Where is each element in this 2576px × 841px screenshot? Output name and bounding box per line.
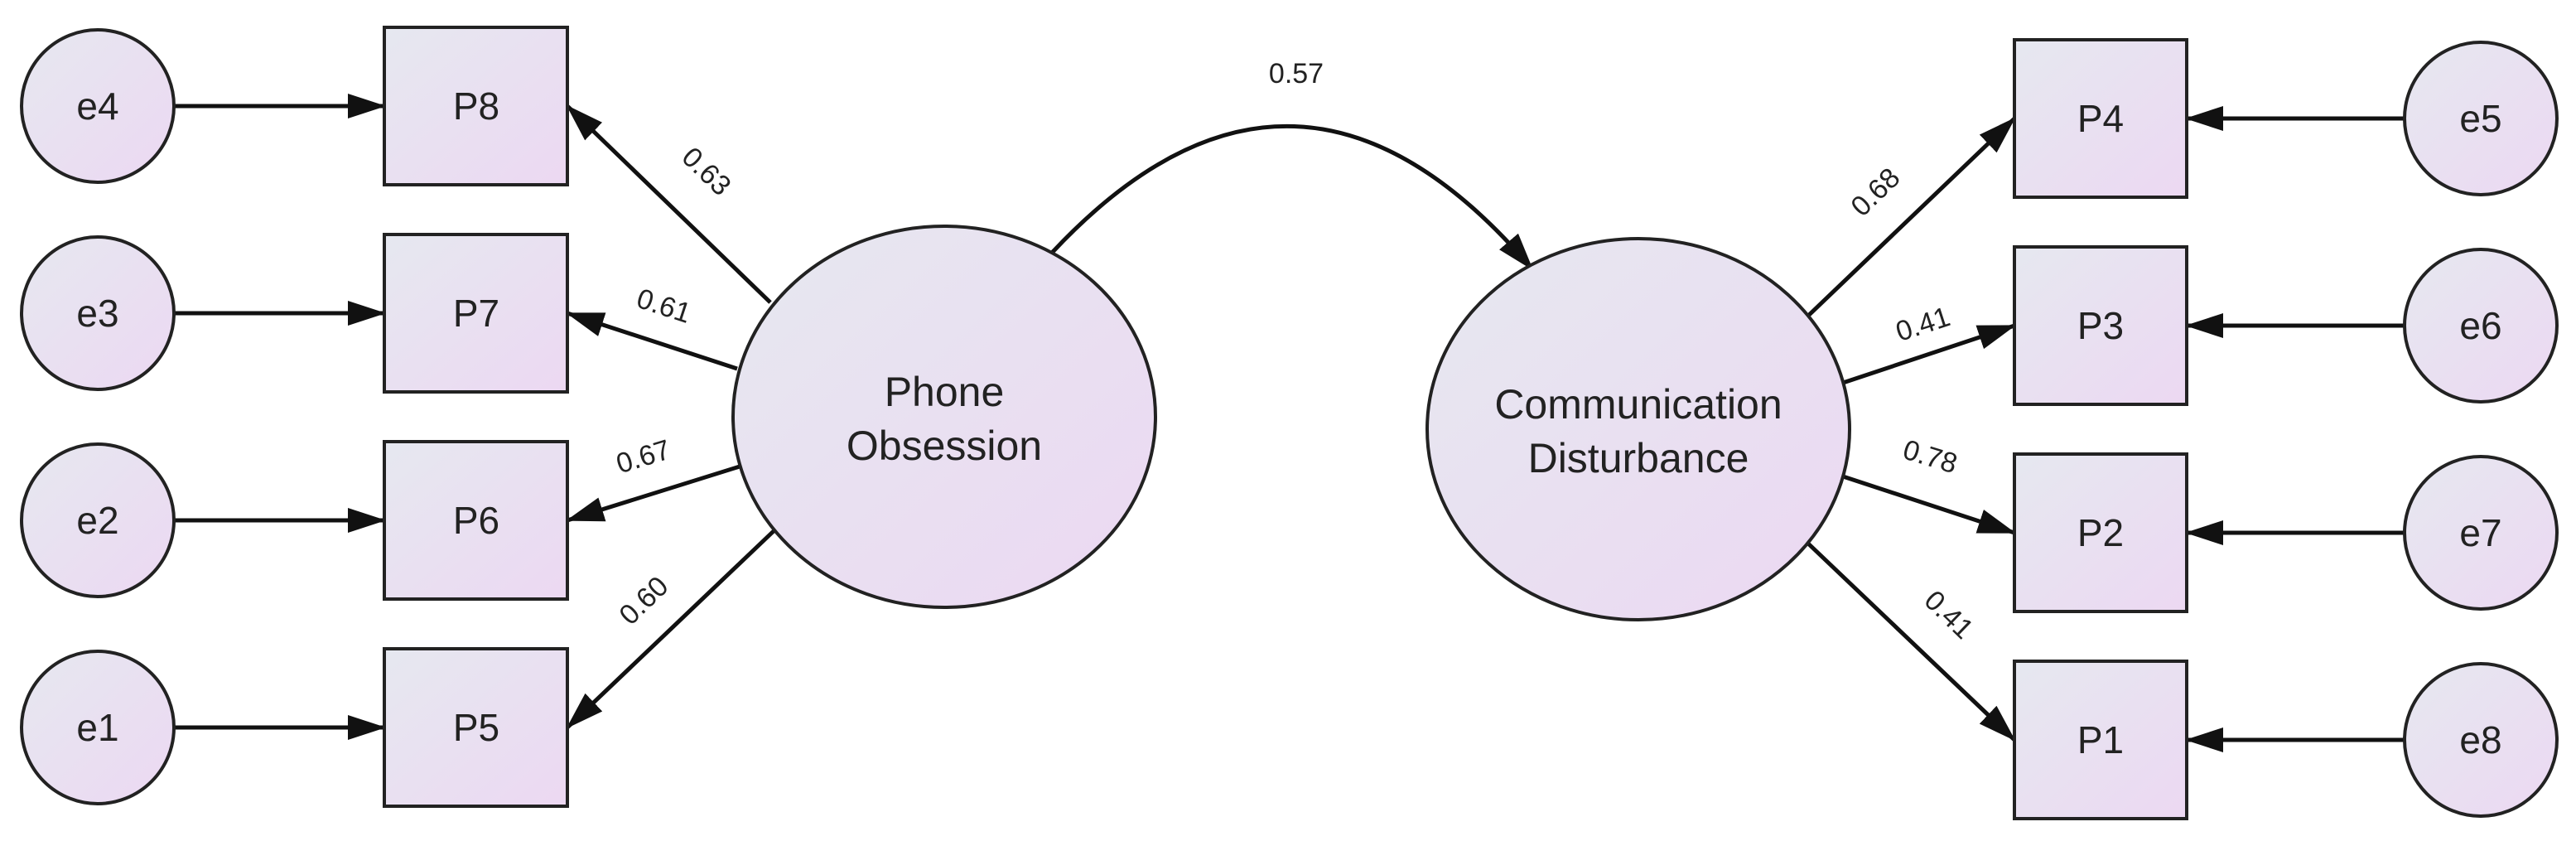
error-node-e6: e6 <box>2403 248 2559 404</box>
loading-label-p2: 0.78 <box>1899 434 1961 481</box>
indicator-box-p4: P4 <box>2013 38 2188 199</box>
indicator-box-p2: P2 <box>2013 452 2188 613</box>
path-comm-p3 <box>1842 323 2016 385</box>
loading-label-p4: 0.68 <box>1845 162 1906 222</box>
indicator-box-p7: P7 <box>383 233 569 394</box>
indicator-label-p6: P6 <box>453 499 499 542</box>
indicator-label-p8: P8 <box>453 85 499 128</box>
indicator-box-p5: P5 <box>383 647 569 808</box>
covariance-label: 0.57 <box>1269 58 1324 89</box>
indicator-box-p8: P8 <box>383 26 569 186</box>
loading-label-p8: 0.63 <box>676 141 737 201</box>
latent-label-phone-line1: Phone <box>885 369 1005 415</box>
indicator-label-p5: P5 <box>453 706 499 749</box>
error-node-e1: e1 <box>20 650 176 805</box>
error-label-e4: e4 <box>76 85 118 128</box>
latent-label-phone-line2: Obsession <box>847 423 1042 469</box>
path-phone-p7 <box>566 311 738 371</box>
error-label-e2: e2 <box>76 499 118 542</box>
path-comm-p2 <box>1842 474 2016 535</box>
error-node-e7: e7 <box>2403 455 2559 611</box>
path-comm-p1 <box>1806 541 2016 742</box>
indicator-label-p4: P4 <box>2077 97 2124 140</box>
indicator-label-p1: P1 <box>2077 718 2124 761</box>
error-node-e2: e2 <box>20 442 176 598</box>
error-node-e3: e3 <box>20 235 176 391</box>
error-label-e8: e8 <box>2459 718 2501 761</box>
latent-communication-disturbance: Communication Disturbance <box>1425 237 1851 621</box>
error-node-e5: e5 <box>2403 41 2559 196</box>
indicator-box-p3: P3 <box>2013 245 2188 406</box>
path-phone-p6 <box>566 464 740 523</box>
error-label-e5: e5 <box>2459 97 2501 140</box>
error-label-e7: e7 <box>2459 511 2501 554</box>
error-label-e3: e3 <box>76 292 118 335</box>
error-label-e6: e6 <box>2459 304 2501 347</box>
loading-label-p3: 0.41 <box>1892 301 1954 348</box>
latent-label-comm-line2: Disturbance <box>1528 435 1749 481</box>
loading-label-p1: 0.41 <box>1918 584 1980 645</box>
path-phone-p8 <box>566 104 772 304</box>
indicator-box-p1: P1 <box>2013 660 2188 820</box>
error-label-e1: e1 <box>76 706 118 749</box>
indicator-label-p2: P2 <box>2077 511 2124 554</box>
covariance-arc <box>1017 124 1534 288</box>
path-comm-p4 <box>1806 117 2016 318</box>
indicator-box-p6: P6 <box>383 440 569 601</box>
loading-label-p7: 0.61 <box>633 283 695 330</box>
indicator-label-p3: P3 <box>2077 304 2124 347</box>
error-node-e8: e8 <box>2403 662 2559 818</box>
error-node-e4: e4 <box>20 28 176 184</box>
loading-label-p6: 0.67 <box>613 434 674 481</box>
latent-phone-obsession: Phone Obsession <box>731 225 1157 609</box>
indicator-label-p7: P7 <box>453 292 499 335</box>
loading-label-p5: 0.60 <box>613 570 674 631</box>
path-phone-p5 <box>566 529 776 729</box>
latent-label-comm-line1: Communication <box>1494 381 1782 428</box>
